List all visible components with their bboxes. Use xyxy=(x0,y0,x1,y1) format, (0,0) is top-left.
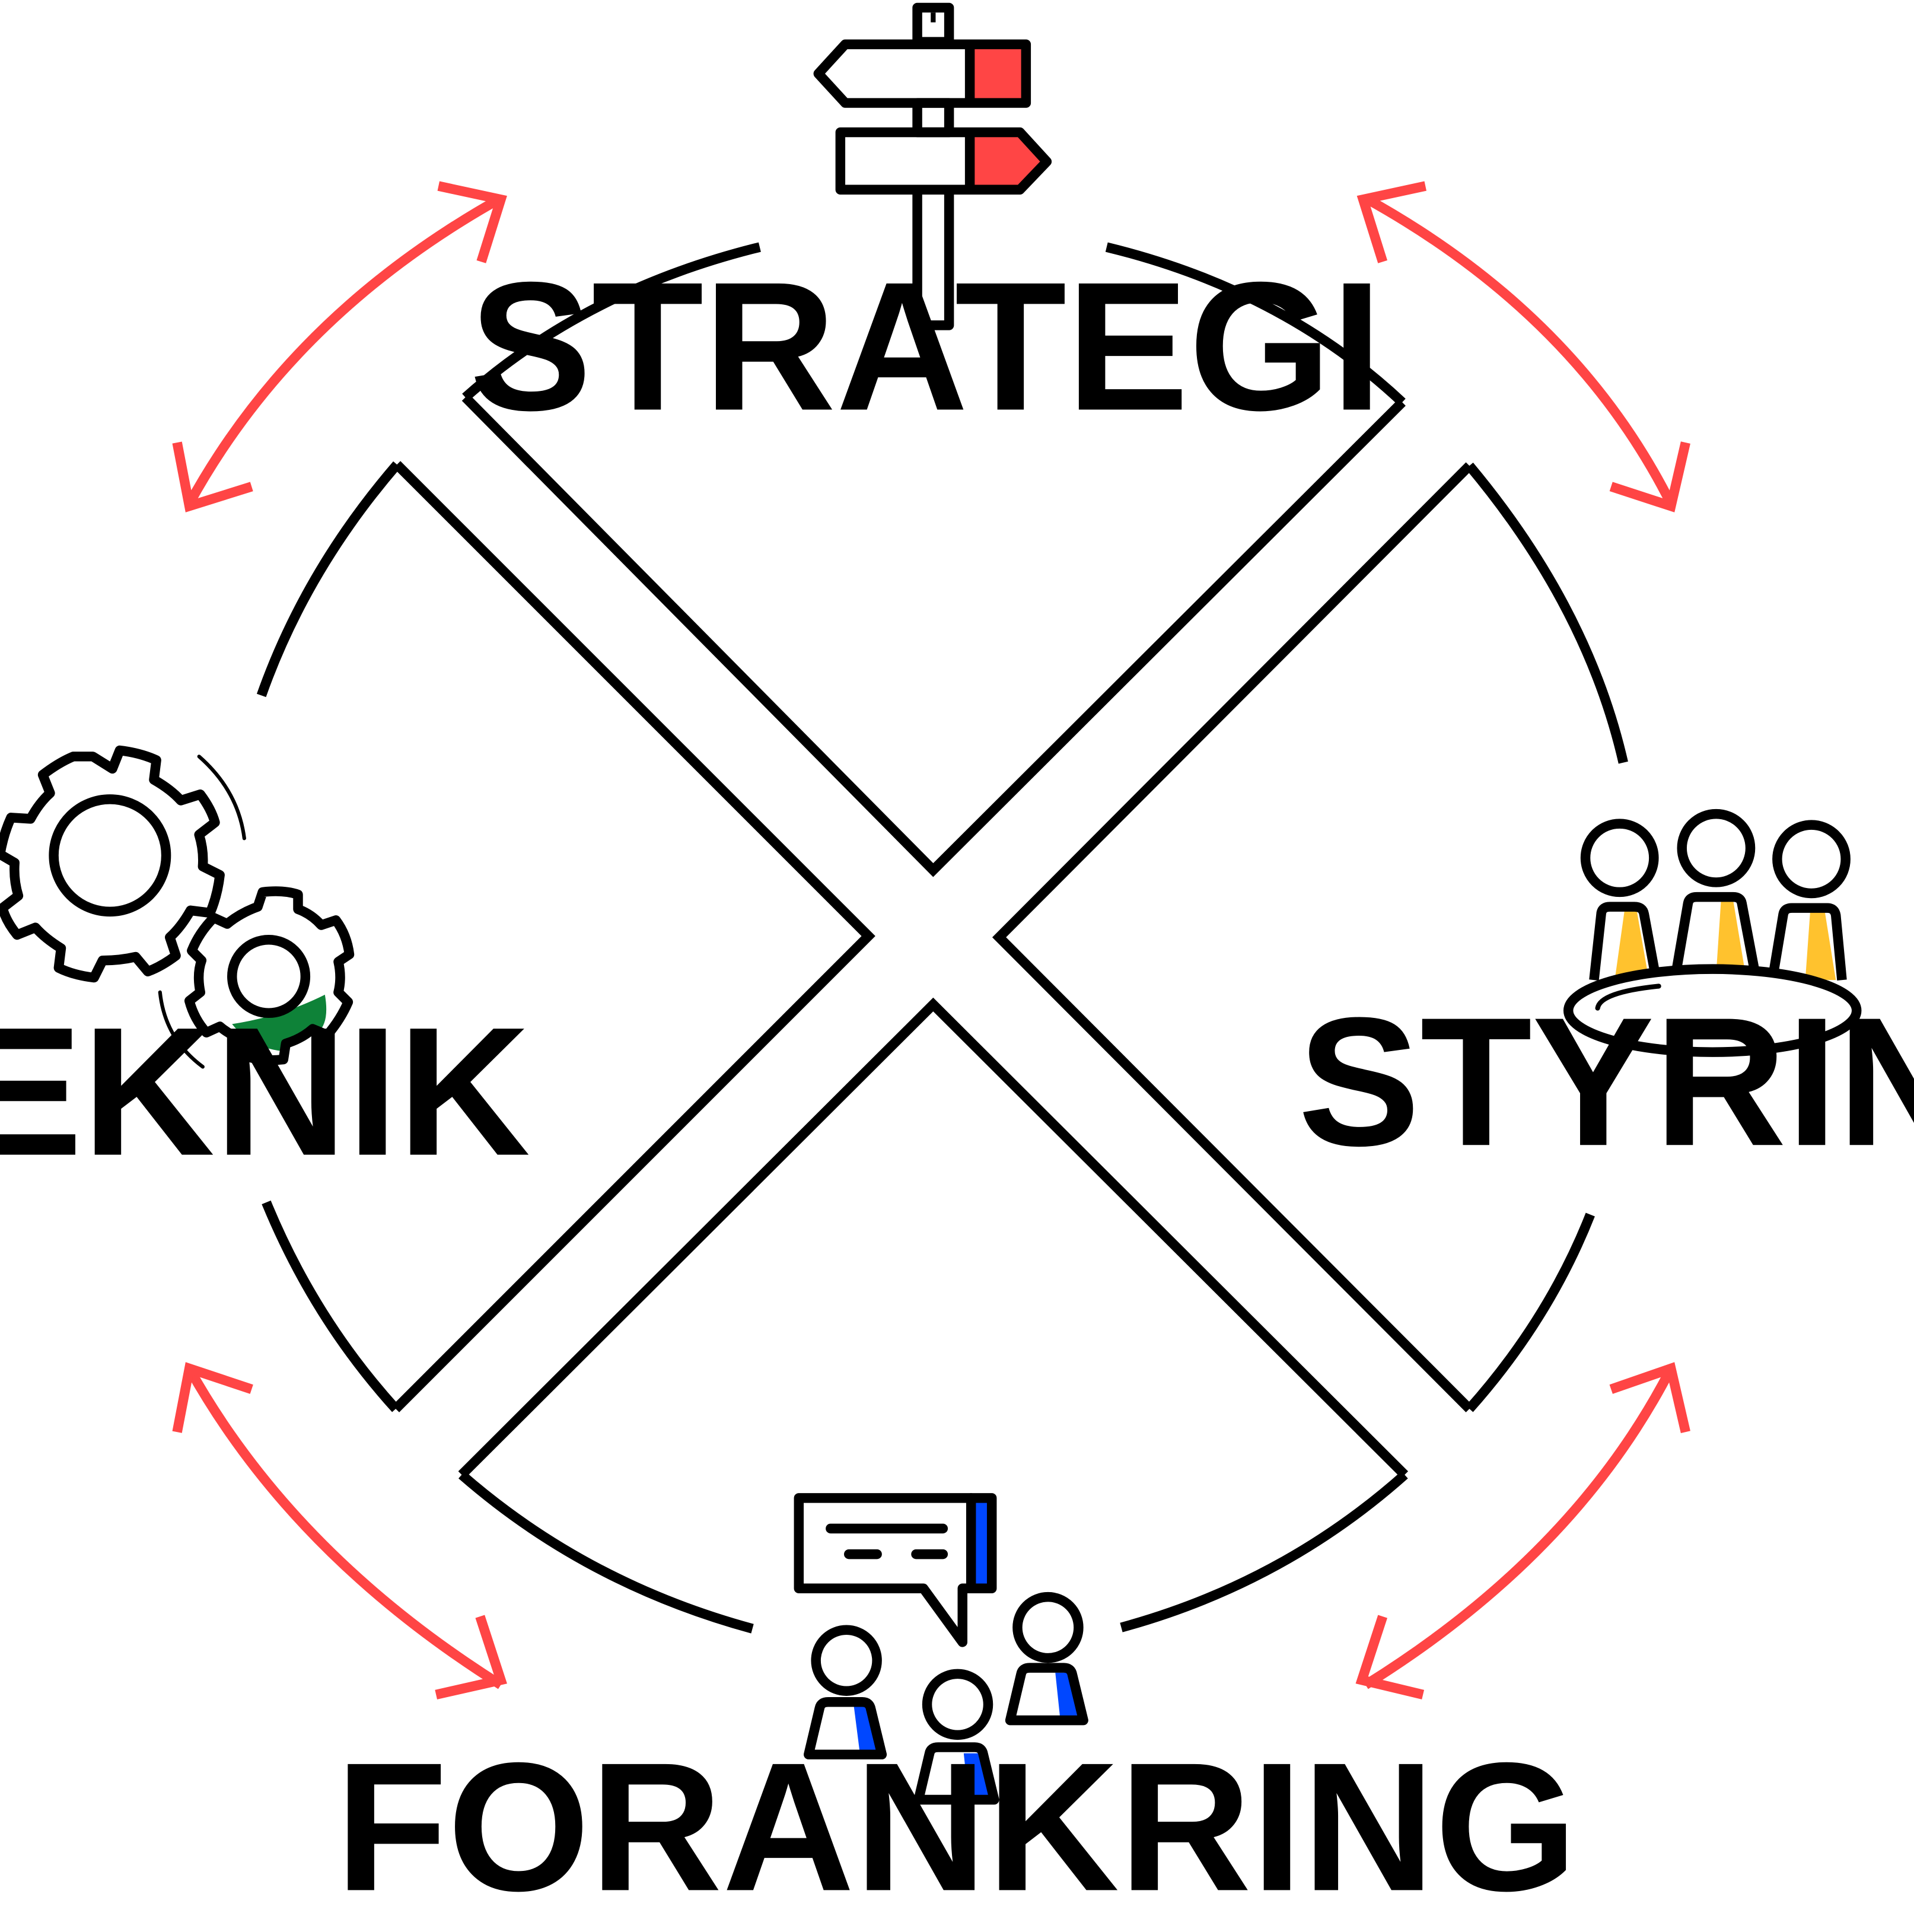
sign-left xyxy=(813,39,1031,108)
cycle-arrows xyxy=(172,181,1690,1699)
x-right-wedge xyxy=(992,462,1473,1412)
meeting-table-icon xyxy=(1563,809,1862,1057)
arc-bottom-left xyxy=(458,1471,754,1634)
person-2 xyxy=(1671,809,1760,975)
person-3 xyxy=(1767,820,1851,981)
arc-left-upper xyxy=(256,461,401,698)
arc-bottom-right xyxy=(1120,1471,1408,1632)
x-bottom-wedge xyxy=(458,997,1409,1479)
x-top-wedge xyxy=(461,394,1406,877)
gear-large xyxy=(0,745,225,983)
circle-arcs xyxy=(256,242,1628,1634)
arc-right-upper xyxy=(1466,462,1628,764)
motion-line-top xyxy=(197,755,246,841)
arrow-top-left xyxy=(172,181,507,513)
arrow-top-right xyxy=(1356,181,1690,513)
arc-top-right xyxy=(1105,242,1406,406)
person-center xyxy=(913,1669,999,1805)
motion-line-bottom xyxy=(158,990,205,1069)
arc-top-left xyxy=(462,242,761,402)
x-left-wedge xyxy=(392,461,875,1412)
gears-icon xyxy=(0,745,355,1069)
discussion-group-icon xyxy=(794,1493,1088,1805)
label-strategi: STRATEGI xyxy=(470,244,1383,448)
arc-right-lower xyxy=(1466,1212,1595,1412)
person-1 xyxy=(1580,819,1661,981)
speech-bubble xyxy=(794,1493,997,1647)
x-shape xyxy=(392,394,1473,1479)
sign-right xyxy=(835,127,1052,195)
arrow-bottom-left xyxy=(172,1362,507,1699)
label-teknik: TEKNIK xyxy=(0,989,530,1194)
person-right xyxy=(1005,1592,1088,1726)
person-left xyxy=(804,1625,887,1760)
label-forankring: FORANKRING xyxy=(336,1724,1578,1929)
arrow-bottom-right xyxy=(1355,1362,1690,1699)
arc-left-lower xyxy=(262,1200,400,1412)
gear-small xyxy=(184,886,355,1065)
signpost-icon xyxy=(813,2,1052,330)
label-styring: STYRING xyxy=(1298,979,1914,1184)
